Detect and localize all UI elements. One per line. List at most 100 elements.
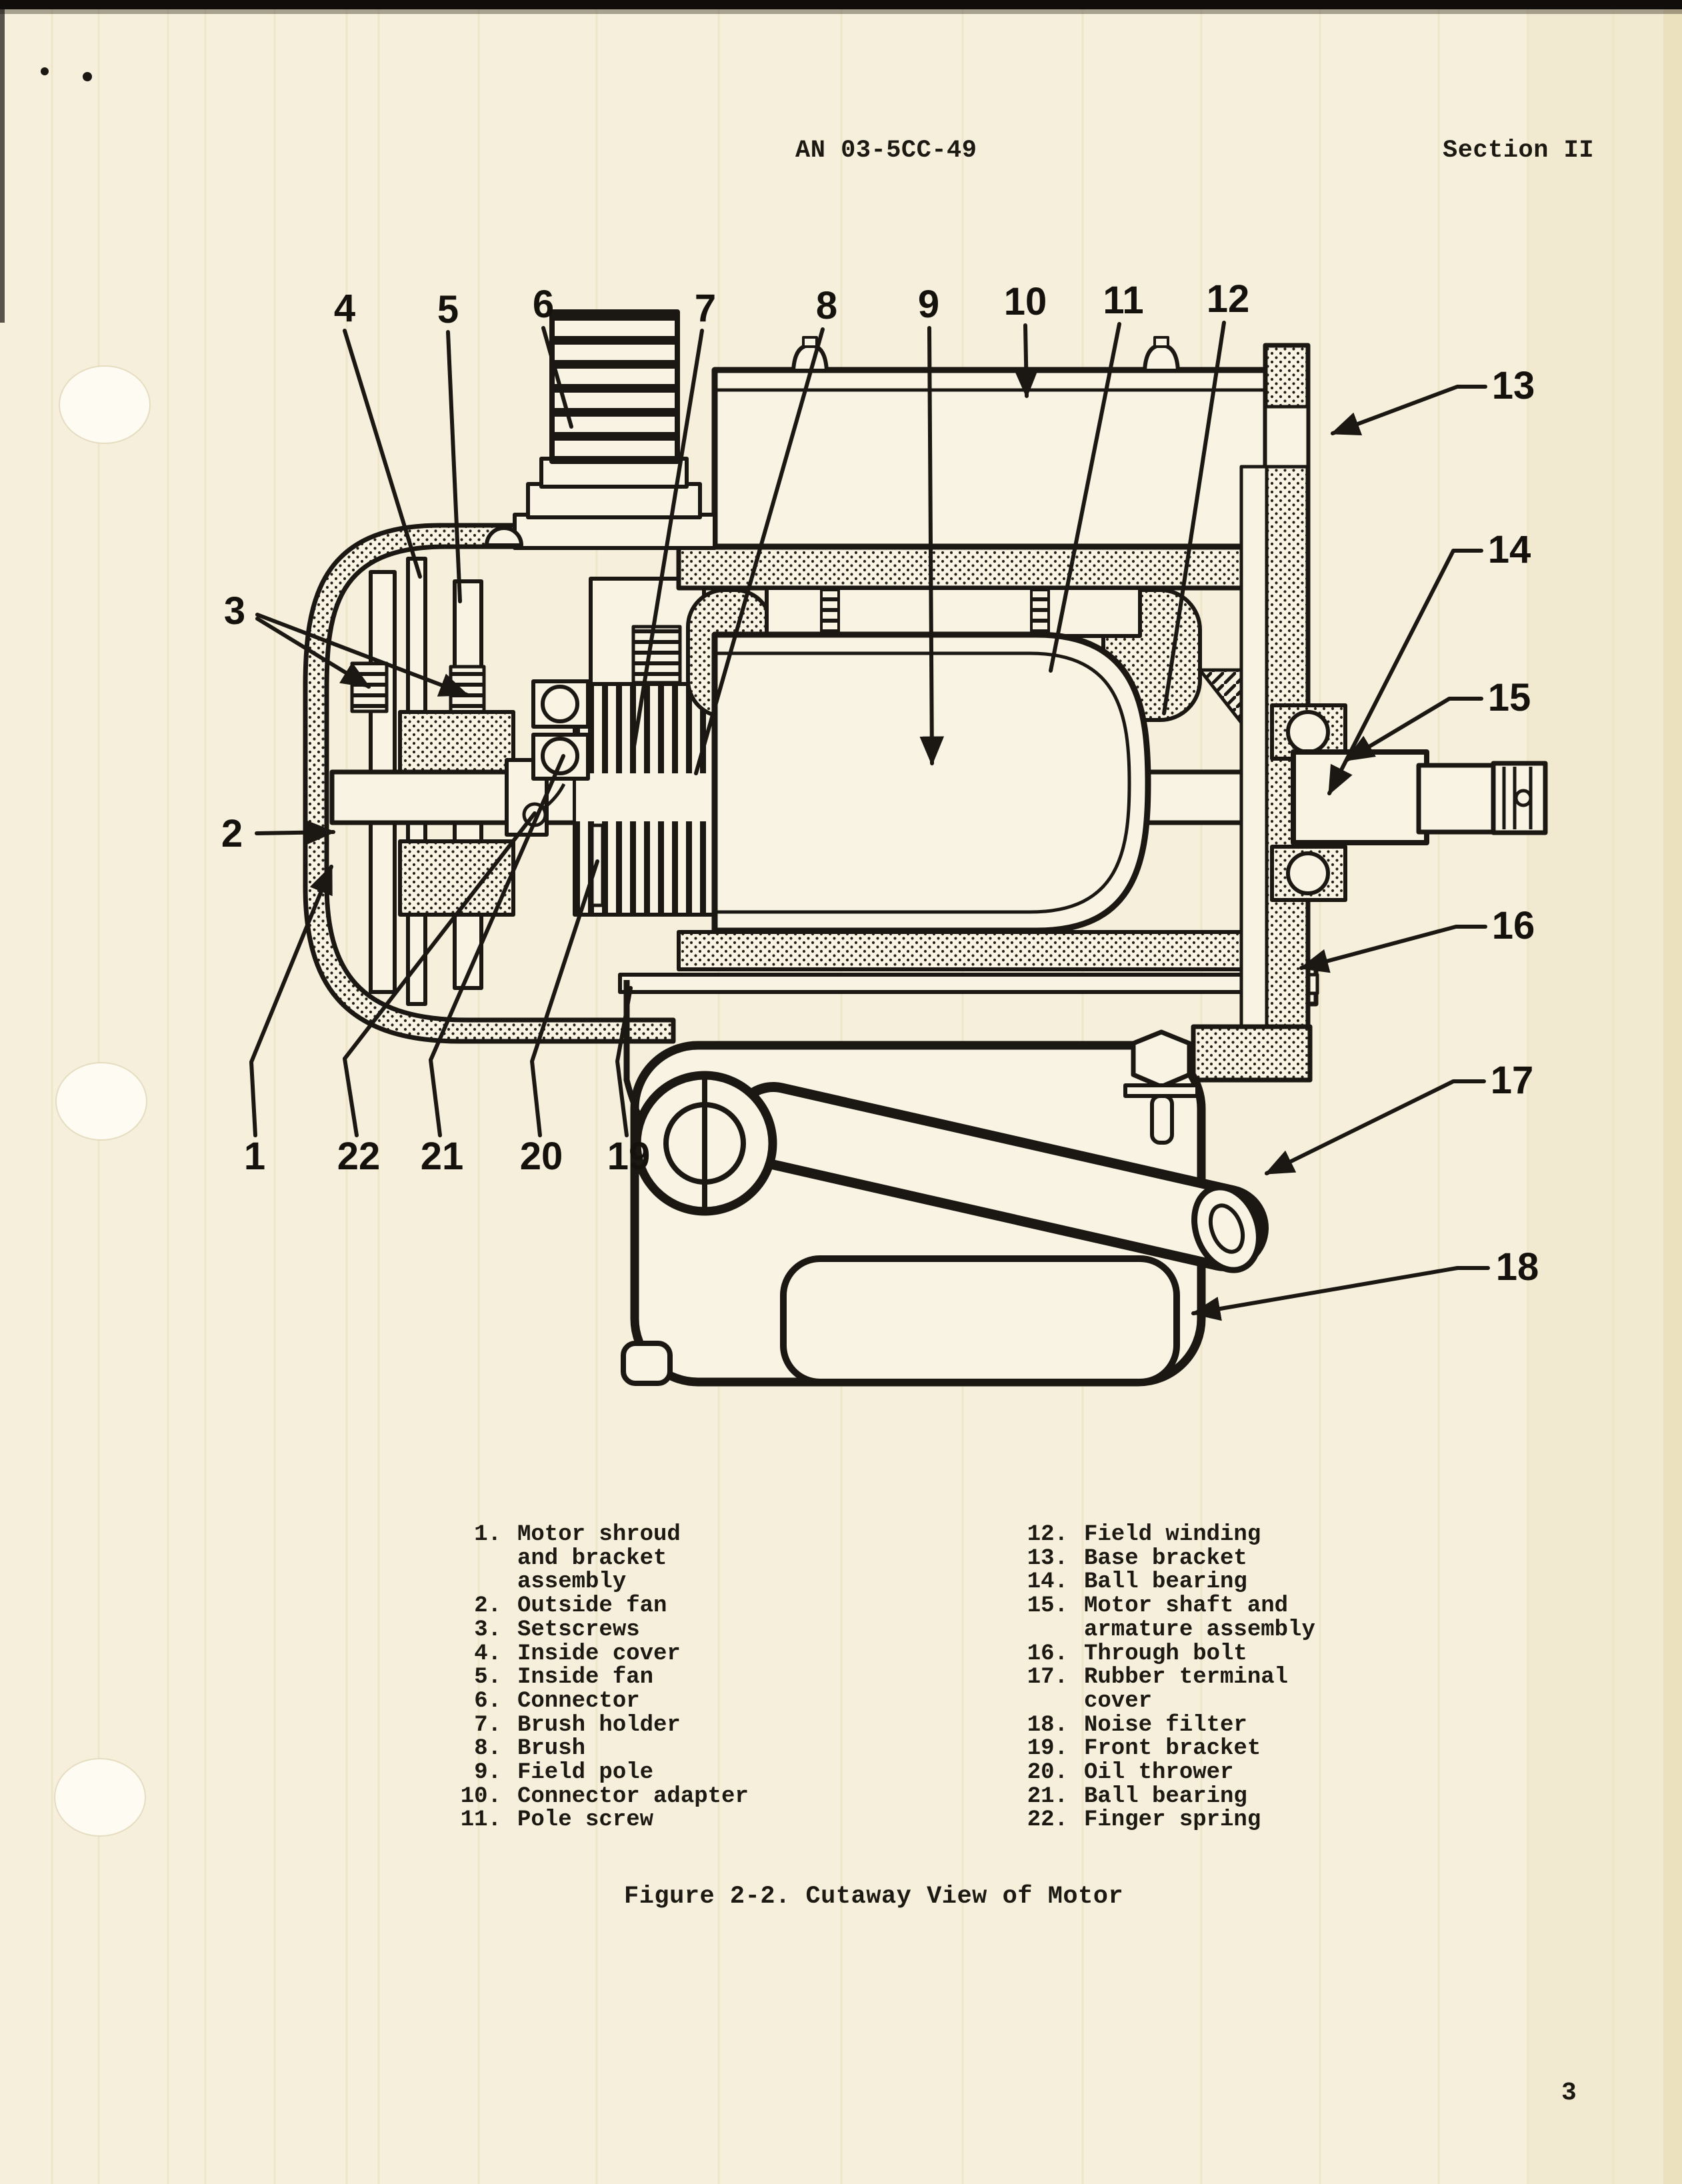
part-name: Inside fan — [517, 1665, 654, 1691]
parts-list-item: 17. Rubber terminal — [1024, 1665, 1315, 1691]
callout-leader-3 — [255, 617, 371, 689]
callout-number-4: 4 — [334, 287, 355, 330]
parts-list-item: armature assembly — [1024, 1617, 1315, 1643]
part-name: Finger spring — [1084, 1807, 1261, 1833]
part-name: Pole screw — [517, 1807, 654, 1833]
part-name: Rubber terminal — [1084, 1665, 1289, 1691]
callout-number-15: 15 — [1488, 676, 1531, 719]
part-name: Motor shaft and — [1084, 1593, 1289, 1619]
part-name: Inside cover — [517, 1641, 681, 1667]
hole-punches — [54, 365, 151, 1837]
figure-caption: Figure 2-2. Cutaway View of Motor — [624, 1883, 1124, 1911]
callout-leader-20 — [530, 859, 599, 1137]
callout-leader-18 — [1191, 1266, 1490, 1321]
parts-list-item: 9. Field pole — [459, 1761, 749, 1785]
callout-leader-17 — [1264, 1079, 1486, 1175]
callout-leader-7 — [630, 329, 704, 761]
header-section: Section II — [1443, 137, 1595, 165]
callout-number-10: 10 — [1004, 280, 1047, 323]
parts-list-item: 18. Noise filter — [1024, 1712, 1315, 1738]
part-name: Motor shroud — [517, 1522, 681, 1547]
callout-number-5: 5 — [437, 288, 459, 331]
callout-number-13: 13 — [1492, 364, 1535, 407]
parts-list-item: 7.Brush holder — [459, 1712, 749, 1738]
part-number: 20. — [1027, 1760, 1068, 1786]
motor-shroud — [303, 523, 676, 1044]
part-name: Connector adapter — [517, 1783, 749, 1809]
parts-list-item: 6.Connector — [459, 1688, 749, 1714]
part-name: Oil thrower — [1084, 1760, 1234, 1786]
parts-list-item: 8. Brush — [459, 1737, 749, 1761]
callout-number-11: 11 — [1103, 279, 1143, 322]
motor-shaft-output — [1291, 749, 1548, 845]
parts-list-item: 14. Ball bearing — [1024, 1571, 1315, 1595]
callout-number-21: 21 — [421, 1135, 464, 1178]
part-number: 18. — [1027, 1712, 1068, 1738]
part-number: 19. — [1027, 1736, 1068, 1762]
ink-speck — [41, 67, 49, 75]
part-name: and bracket — [517, 1545, 667, 1571]
part-number: 5. — [474, 1665, 501, 1691]
part-name: Ball bearing — [1084, 1783, 1247, 1809]
part-name: Connector — [517, 1688, 640, 1714]
part-name: Setscrews — [517, 1617, 640, 1643]
part-name: Front bracket — [1084, 1736, 1261, 1762]
callout-number-8: 8 — [816, 284, 837, 327]
parts-list-item: 2.Outside fan — [459, 1593, 749, 1619]
rubber-terminal-cover — [730, 1082, 1269, 1273]
parts-list-item: 3.Setscrews — [459, 1617, 749, 1643]
motor-drawing — [303, 309, 1548, 1387]
callout-leader-8 — [694, 327, 825, 775]
callout-number-17: 17 — [1491, 1059, 1534, 1102]
parts-list-item: and bracket — [459, 1547, 749, 1571]
part-name: Field winding — [1084, 1522, 1261, 1547]
part-name: Noise filter — [1084, 1712, 1247, 1738]
part-number: 22. — [1027, 1807, 1068, 1833]
part-number: 8. — [474, 1736, 501, 1762]
callout-number-22: 22 — [337, 1135, 381, 1178]
part-name: assembly — [517, 1569, 627, 1595]
parts-list-item: 10. Connector adapter — [459, 1785, 749, 1809]
part-number: 9. — [474, 1760, 501, 1786]
callout-leader-13 — [1330, 385, 1487, 436]
part-number: 1. — [474, 1522, 501, 1547]
part-name: Base bracket — [1084, 1545, 1247, 1571]
connector — [485, 309, 717, 550]
part-number: 2. — [474, 1593, 501, 1619]
part-name: Ball bearing — [1084, 1569, 1247, 1595]
header-doc-number: AN 03-5CC-49 — [795, 137, 977, 165]
parts-list-item: 11. Pole screw — [459, 1809, 749, 1833]
page-number: 3 — [1561, 2079, 1577, 2107]
callout-leader-15 — [1344, 697, 1483, 762]
part-number: 11. — [460, 1807, 501, 1833]
part-number: 16. — [1027, 1641, 1068, 1667]
part-number: 7. — [474, 1712, 501, 1738]
callout-leader-1 — [249, 864, 333, 1137]
callout-leader-14 — [1327, 549, 1483, 796]
parts-list-item: 19. Front bracket — [1024, 1737, 1315, 1761]
parts-list-item: 12. Field winding — [1024, 1523, 1315, 1547]
armature — [711, 631, 1151, 934]
parts-list-item: 1. Motor shroud — [459, 1523, 749, 1547]
part-number: 17. — [1027, 1665, 1068, 1691]
parts-list-item: cover — [1024, 1689, 1315, 1714]
left-ball-bearing — [531, 679, 590, 781]
part-number: 12. — [1027, 1522, 1068, 1547]
part-number: 14. — [1027, 1569, 1068, 1595]
part-name: armature assembly — [1084, 1617, 1315, 1643]
callout-number-16: 16 — [1492, 904, 1535, 947]
parts-list-item: 15.Motor shaft and — [1024, 1593, 1315, 1619]
part-name: Brush — [517, 1736, 586, 1762]
part-number: 10. — [460, 1783, 501, 1809]
callout-leader-22 — [343, 811, 537, 1137]
callout-leader-6 — [541, 326, 573, 429]
parts-list-item: 13.Base bracket — [1024, 1547, 1315, 1571]
parts-list-item: assembly — [459, 1571, 749, 1595]
callout-number-14: 14 — [1488, 528, 1531, 571]
callout-leader-10 — [1013, 323, 1039, 399]
part-name: Field pole — [517, 1760, 654, 1786]
